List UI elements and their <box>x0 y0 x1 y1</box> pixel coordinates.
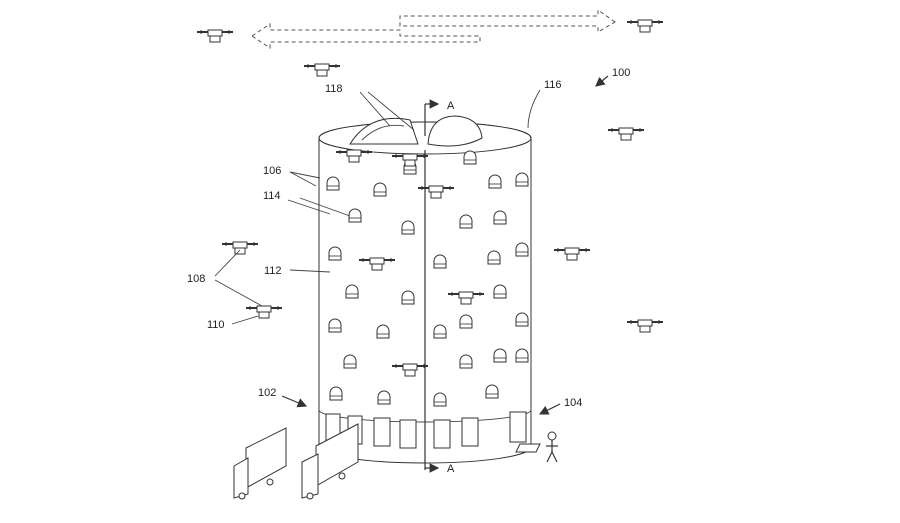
flight-path-arrows <box>251 9 616 49</box>
ref-102: 102 <box>258 387 276 399</box>
drone-icon <box>607 127 645 141</box>
drone-icon <box>196 29 234 43</box>
truck-icon <box>301 423 359 500</box>
ref-118: 118 <box>325 83 343 95</box>
top-dome <box>427 115 483 147</box>
section-label-bottom: A <box>447 463 455 475</box>
ref-116: 116 <box>544 79 562 91</box>
drone-icon <box>626 319 664 333</box>
ref-104: 104 <box>564 397 582 409</box>
top-dome <box>349 117 419 145</box>
ramp <box>515 443 541 453</box>
drone-icon <box>626 19 664 33</box>
ref-100: 100 <box>612 67 630 79</box>
drone-icon <box>221 241 259 255</box>
personnel-door <box>509 411 527 443</box>
ref-108: 108 <box>187 273 205 285</box>
ref-114: 114 <box>263 190 281 202</box>
truck-icon <box>233 427 287 500</box>
person-icon <box>546 431 558 463</box>
drone-icon <box>303 63 341 77</box>
ref-110: 110 <box>207 319 225 331</box>
section-line <box>424 99 440 473</box>
section-label-top: A <box>447 100 455 112</box>
ref-112: 112 <box>264 265 282 277</box>
loading-doors <box>325 411 527 449</box>
drone-icon <box>553 247 591 261</box>
leader-lines <box>214 75 609 415</box>
drone-icon <box>245 305 283 319</box>
ref-106: 106 <box>263 165 281 177</box>
